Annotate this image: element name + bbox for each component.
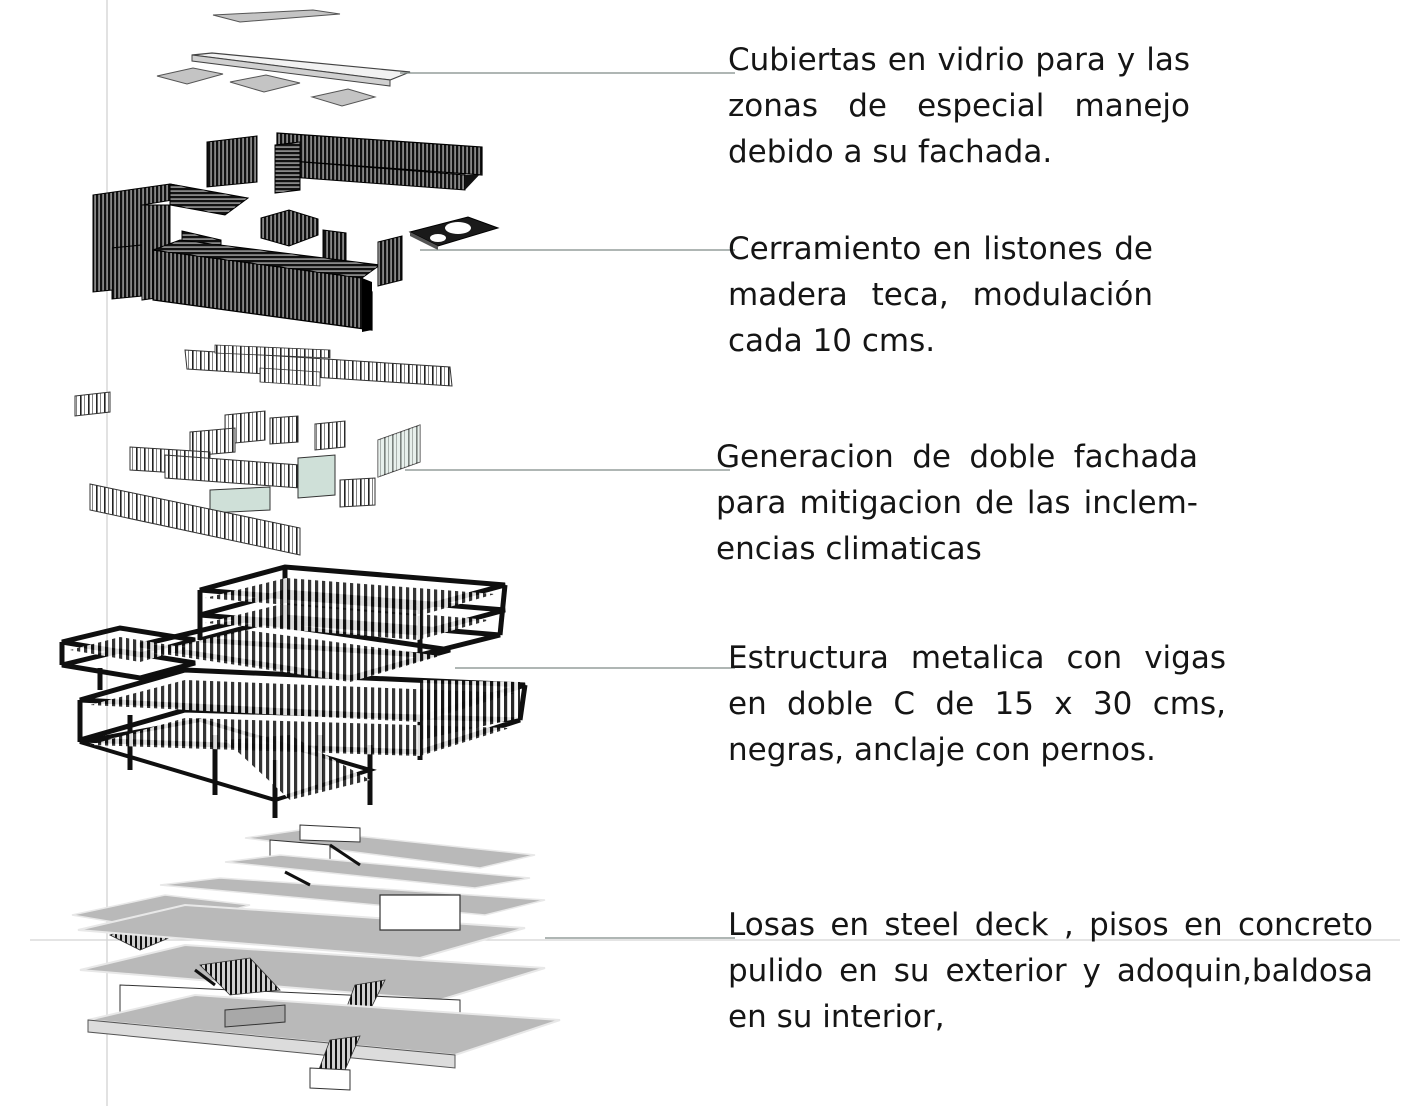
annotation-roof-line-3: debido a su fachada. bbox=[728, 134, 1053, 170]
annotation-roof: Cubiertas en vidrio para y las zonas de … bbox=[728, 37, 1190, 175]
annotation-slabs: Losas en steel deck , pisos en concreto … bbox=[728, 902, 1373, 1040]
roof-panel-a bbox=[156, 67, 224, 85]
annotation-enclosure-line-1: Cerramiento en listones de bbox=[728, 231, 1153, 267]
annotation-double-facade: Generacion de doble fachada para mitigac… bbox=[716, 434, 1198, 572]
slat-box-center bbox=[260, 209, 319, 247]
annotation-structure-line-1: Estructura metalica con vigas bbox=[728, 640, 1226, 676]
annotation-roof-line-1: Cubiertas en vidrio para y las bbox=[728, 42, 1190, 78]
annotation-double-facade-line-2: para mitigacion de las inclem- bbox=[716, 485, 1198, 521]
double-facade-layer bbox=[74, 344, 453, 556]
roof-layer bbox=[156, 9, 411, 107]
roof-panel-top bbox=[212, 9, 341, 23]
slab-main bbox=[77, 903, 526, 960]
annotation-structure: Estructura metalica con vigas en doble C… bbox=[728, 635, 1226, 773]
annotation-double-facade-line-3: encias climaticas bbox=[716, 531, 982, 567]
roof-panel-b bbox=[229, 74, 301, 93]
fin-row-bottom bbox=[89, 483, 301, 556]
slat-wall-small bbox=[206, 135, 258, 188]
slab-layer bbox=[71, 824, 561, 1091]
annotation-enclosure-line-3: cada 10 cms. bbox=[728, 323, 936, 359]
annotation-structure-line-2: en doble C de 15 x 30 cms, bbox=[728, 686, 1226, 722]
annotation-double-facade-line-1: Generacion de doble fachada bbox=[716, 439, 1198, 475]
annotation-slabs-line-3: en su interior, bbox=[728, 999, 945, 1035]
annotation-enclosure: Cerramiento en listones de madera teca, … bbox=[728, 226, 1153, 364]
annotation-roof-line-2: zonas de especial manejo bbox=[728, 88, 1190, 124]
annotation-slabs-line-2: pulido en su exterior y adoquin,baldosa bbox=[728, 953, 1373, 989]
steel-joists bbox=[70, 578, 520, 800]
slab-lower bbox=[79, 943, 546, 1002]
slat-enclosure-layer bbox=[92, 132, 500, 332]
slat-wall-thin bbox=[274, 141, 301, 194]
annotation-enclosure-line-2: madera teca, modulación bbox=[728, 277, 1153, 313]
annotation-structure-line-3: negras, anclaje con pernos. bbox=[728, 732, 1156, 768]
annotation-slabs-line-1: Losas en steel deck , pisos en concreto bbox=[728, 907, 1373, 943]
fin-row-top bbox=[184, 349, 453, 387]
leader-lines bbox=[400, 72, 735, 939]
roof-panel-c bbox=[310, 88, 377, 107]
roof-skylight-strip bbox=[191, 52, 411, 81]
fin-group-left bbox=[74, 391, 111, 417]
